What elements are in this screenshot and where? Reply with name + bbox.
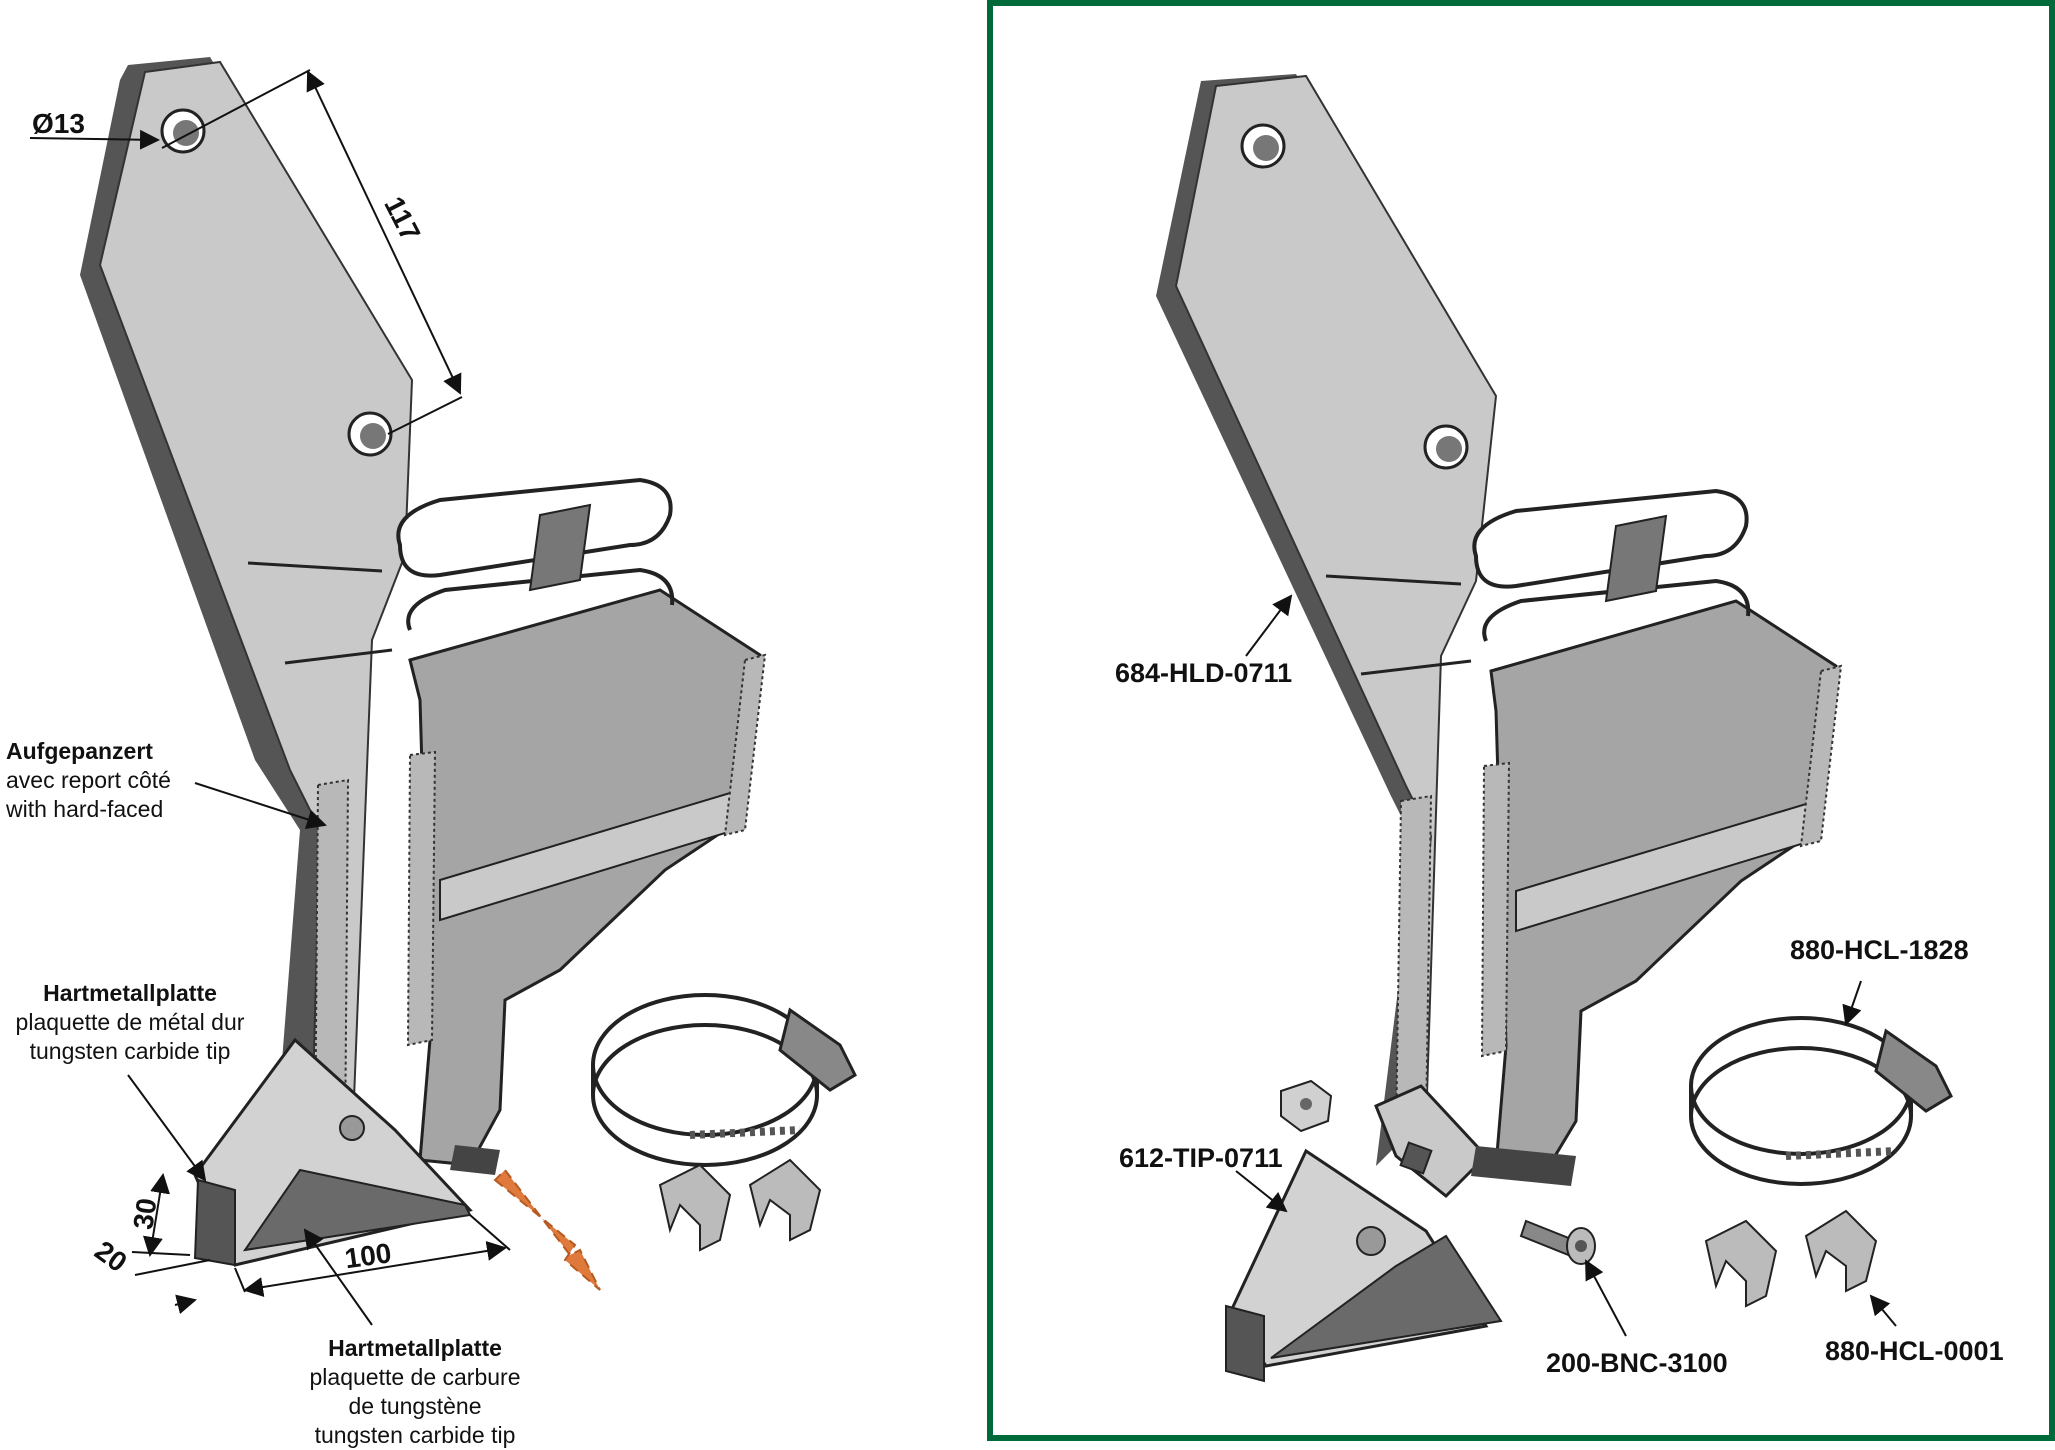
dim-text-diameter: Ø13 xyxy=(32,108,85,139)
dim-text-20: 20 xyxy=(89,1235,132,1278)
label-plate-en: tungsten carbide tip xyxy=(314,1422,516,1448)
part-number-clamp: 880-HCL-1828 xyxy=(1790,935,1969,965)
dim-text-30: 30 xyxy=(127,1196,162,1231)
dim-line-100 xyxy=(243,1240,507,1298)
tip-bolt-hole xyxy=(339,1115,365,1141)
label-tip-en: tungsten carbide tip xyxy=(29,1038,231,1064)
part-number-bolt: 200-BNC-3100 xyxy=(1546,1348,1728,1378)
label-tip-fr: plaquette de métal dur xyxy=(15,1009,245,1035)
left-panel-dimensions: Ø13 117 30 20 100 Aufgepanzert avec repo… xyxy=(0,0,985,1448)
leader-clip xyxy=(1869,1294,1897,1327)
right-panel-parts: 684-HLD-0711 612-TIP-0711 200-BNC-3100 8… xyxy=(987,0,2055,1441)
leader-bolt xyxy=(1585,1259,1627,1337)
right-part-drawing xyxy=(1156,74,1953,1383)
part-number-holder: 684-HLD-0711 xyxy=(1115,658,1293,688)
label-hardfaced-fr: avec report côté xyxy=(6,767,171,793)
leader-tip xyxy=(127,1074,207,1182)
clip-left xyxy=(658,1163,732,1252)
direction-arrow xyxy=(493,1168,601,1291)
label-hardfaced-en: with hard-faced xyxy=(6,796,164,822)
dim-text-100: 100 xyxy=(343,1237,394,1274)
bolt-drawing xyxy=(1519,1219,1596,1265)
label-tip-de: Hartmetallplatte xyxy=(43,980,217,1006)
label-plate-fr1: plaquette de carbure xyxy=(309,1364,521,1390)
label-tip: Hartmetallplatte plaquette de métal dur … xyxy=(0,979,260,1066)
leader-clamp xyxy=(1842,980,1862,1026)
dim-line-20 xyxy=(134,1259,211,1276)
dim-line-30 xyxy=(143,1173,170,1257)
leader-tip-right xyxy=(1235,1170,1288,1213)
hose-clamp-right xyxy=(1689,1016,1953,1186)
label-plate: Hartmetallplatte plaquette de carbure de… xyxy=(285,1334,545,1450)
hose-clamp-drawing xyxy=(591,993,857,1167)
leader-holder xyxy=(1245,594,1293,657)
tip-front xyxy=(193,1178,236,1267)
label-hardfaced: Aufgepanzert avec report côté with hard-… xyxy=(6,737,171,824)
part-number-tip: 612-TIP-0711 xyxy=(1119,1143,1283,1173)
clip-right xyxy=(748,1158,822,1242)
dim-line-diameter xyxy=(29,129,160,150)
dim-line-117 xyxy=(306,70,462,395)
label-hardfaced-de: Aufgepanzert xyxy=(6,738,153,764)
left-part-drawing: Ø13 117 30 20 100 xyxy=(29,57,857,1326)
seed-tube-opening xyxy=(396,477,673,578)
label-plate-fr2: de tungstène xyxy=(348,1393,482,1419)
weld-bead-center xyxy=(406,750,437,1047)
leader-hardfaced xyxy=(194,782,327,829)
part-number-clip: 880-HCL-0001 xyxy=(1825,1336,2004,1366)
leader-plate xyxy=(303,1228,373,1326)
label-plate-de: Hartmetallplatte xyxy=(328,1335,502,1361)
